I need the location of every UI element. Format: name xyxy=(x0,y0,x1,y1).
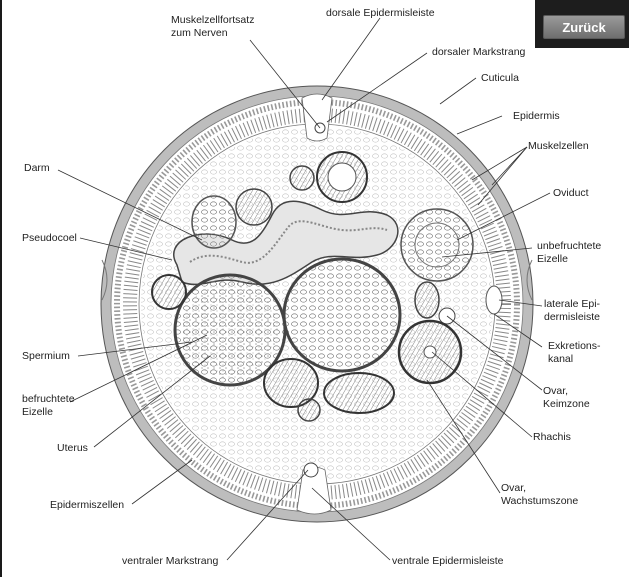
label-laterale-epidermisleiste: laterale Epi- dermisleiste xyxy=(544,298,600,324)
oviduct xyxy=(401,209,473,281)
back-button[interactable]: Zurück xyxy=(543,15,625,39)
label-epidermiszellen: Epidermiszellen xyxy=(50,499,124,512)
label-ovar-keimzone: Ovar, Keimzone xyxy=(543,385,590,411)
label-darm: Darm xyxy=(24,162,50,175)
label-muskelzellfortsatz: Muskelzellfortsatz zum Nerven xyxy=(171,14,254,40)
label-oviduct: Oviduct xyxy=(553,187,589,200)
ovary-left xyxy=(152,275,186,309)
label-spermium: Spermium xyxy=(22,350,70,363)
label-exkretionskanal: Exkretions- kanal xyxy=(548,340,601,366)
dorsal-ridge xyxy=(302,94,332,141)
label-befruchtete-eizelle: befruchtete Eizelle xyxy=(22,393,75,419)
label-unbefruchtete-eizelle: unbefruchtete Eizelle xyxy=(537,240,601,266)
ovary-lower-3 xyxy=(324,373,394,413)
label-ventrale-epidermisleiste: ventrale Epidermisleiste xyxy=(392,555,503,568)
ovary-small-1 xyxy=(290,166,314,190)
label-ventraler-markstrang: ventraler Markstrang xyxy=(122,555,218,568)
label-dorsale-epidermisleiste: dorsale Epidermisleiste xyxy=(326,7,435,20)
label-cuticula: Cuticula xyxy=(481,72,519,85)
uterus-right xyxy=(284,259,400,371)
label-epidermis: Epidermis xyxy=(513,110,560,123)
label-uterus: Uterus xyxy=(57,442,88,455)
ovary-lower-2 xyxy=(298,399,320,421)
ovary-left-top xyxy=(192,196,236,248)
ovary-right-small xyxy=(415,282,439,318)
label-muskelzellen: Muskelzellen xyxy=(528,140,589,153)
ovary-small-2 xyxy=(236,189,272,225)
ventral-nerve-cord xyxy=(304,463,318,477)
label-ovar-wachstumszone: Ovar, Wachstumszone xyxy=(501,482,578,508)
label-rhachis: Rhachis xyxy=(533,431,571,444)
label-dorsaler-markstrang: dorsaler Markstrang xyxy=(432,46,525,59)
label-pseudocoel: Pseudocoel xyxy=(22,232,77,245)
